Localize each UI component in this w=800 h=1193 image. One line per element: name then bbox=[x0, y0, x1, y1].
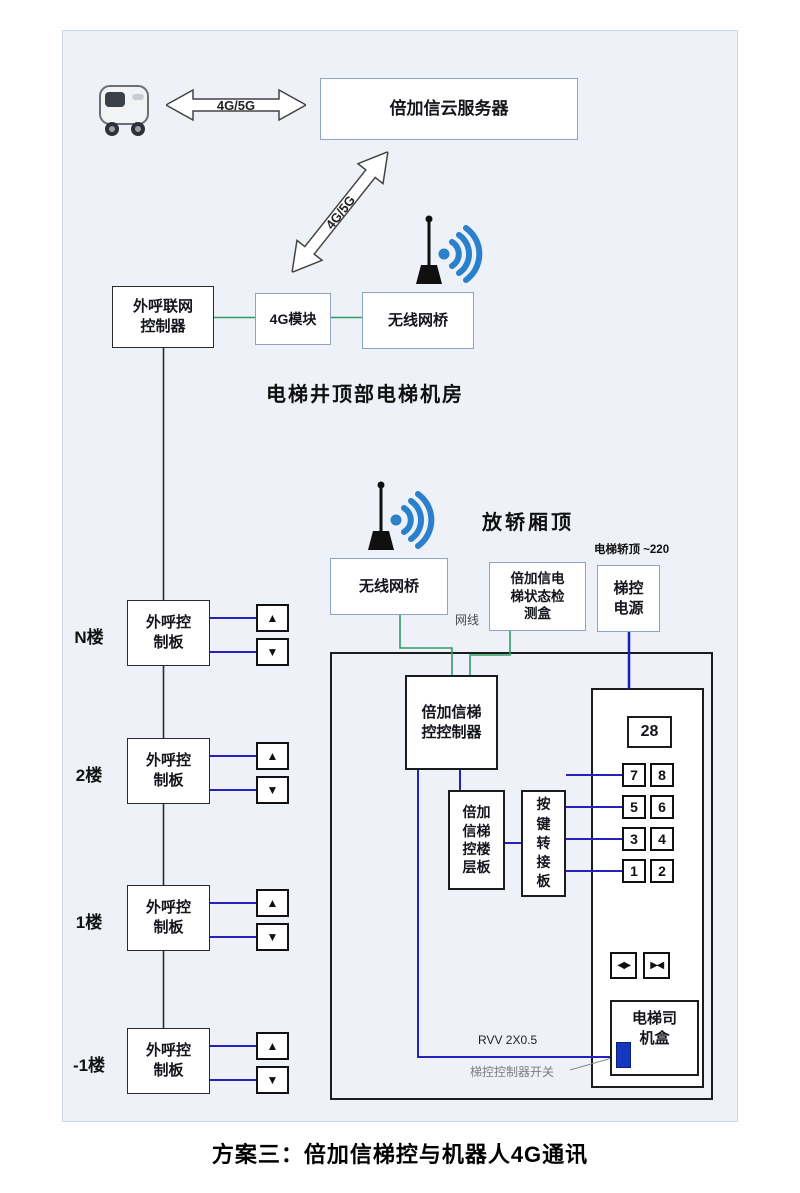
down-button: ▼ bbox=[256, 776, 289, 804]
keypad-button-7: 7 bbox=[622, 763, 646, 787]
module-4g-box: 4G模块 bbox=[255, 293, 331, 345]
up-button: ▲ bbox=[256, 604, 289, 632]
floor-display: 28 bbox=[627, 716, 672, 748]
keypad-button-6: 6 bbox=[650, 795, 674, 819]
elevator-status-detect-box: 倍加信电 梯状态检 测盒 bbox=[489, 562, 586, 631]
outcall-board-box: 外呼控 制板 bbox=[127, 1028, 210, 1094]
keypad-button-3: 3 bbox=[622, 827, 646, 851]
up-button: ▲ bbox=[256, 889, 289, 917]
keypad-button-4: 4 bbox=[650, 827, 674, 851]
link-4g5g-arrow: 4G/5G bbox=[164, 88, 308, 122]
floor-label-n: N楼 bbox=[74, 628, 104, 647]
wifi-antenna-icon bbox=[408, 212, 486, 288]
up-button: ▲ bbox=[256, 1032, 289, 1060]
key-adapter-board-box: 按 键 转 接 板 bbox=[521, 790, 566, 897]
double-arrow-icon bbox=[291, 150, 389, 274]
power-note-label: 电梯轿顶 ~220 bbox=[594, 544, 670, 556]
floor-label-2: 2楼 bbox=[75, 766, 103, 785]
controller-switch-label: 梯控控制器开关 bbox=[470, 1065, 555, 1079]
outcall-board-box: 外呼控 制板 bbox=[127, 600, 210, 666]
wireless-bridge-top-box: 无线网桥 bbox=[362, 292, 474, 349]
network-cable-label: 网线 bbox=[455, 613, 480, 627]
outcall-board-box: 外呼控 制板 bbox=[127, 885, 210, 951]
up-button: ▲ bbox=[256, 742, 289, 770]
wifi-antenna-icon bbox=[360, 478, 438, 554]
machine-room-caption: 电梯井顶部电梯机房 bbox=[266, 384, 464, 406]
diagonal-4g5g-arrow: 4G/5G bbox=[278, 141, 402, 284]
down-button: ▼ bbox=[256, 638, 289, 666]
down-button: ▼ bbox=[256, 923, 289, 951]
elevator-control-power-box: 梯控 电源 bbox=[597, 565, 660, 632]
cartop-container-box bbox=[330, 652, 713, 1100]
floor-board-box: 倍加 信梯 控楼 层板 bbox=[448, 790, 505, 890]
keypad-button-1: 1 bbox=[622, 859, 646, 883]
page-title: 方案三：倍加信梯控与机器人4G通讯 bbox=[211, 1142, 589, 1167]
cloud-server-box: 倍加信云服务器 bbox=[320, 78, 578, 140]
cartop-caption: 放轿厢顶 bbox=[482, 512, 574, 534]
robot-icon bbox=[96, 80, 160, 138]
outcall-network-controller-box: 外呼联网 控制器 bbox=[112, 286, 214, 348]
outcall-board-box: 外呼控 制板 bbox=[127, 738, 210, 804]
down-button: ▼ bbox=[256, 1066, 289, 1094]
door-close-button: ▶◀ bbox=[643, 952, 670, 979]
controller-switch bbox=[616, 1042, 631, 1068]
floor-label-1: 1楼 bbox=[75, 913, 103, 932]
keypad-button-5: 5 bbox=[622, 795, 646, 819]
keypad-button-8: 8 bbox=[650, 763, 674, 787]
keypad-button-2: 2 bbox=[650, 859, 674, 883]
door-open-button: ◀▶ bbox=[610, 952, 637, 979]
elevator-controller-box: 倍加信梯 控控制器 bbox=[405, 675, 498, 770]
rvv-cable-label: RVV 2X0.5 bbox=[478, 1033, 538, 1047]
wireless-bridge-car-box: 无线网桥 bbox=[330, 558, 448, 615]
link-4g5g-label: 4G/5G bbox=[216, 97, 256, 113]
floor-label-minus1: -1楼 bbox=[72, 1056, 106, 1075]
